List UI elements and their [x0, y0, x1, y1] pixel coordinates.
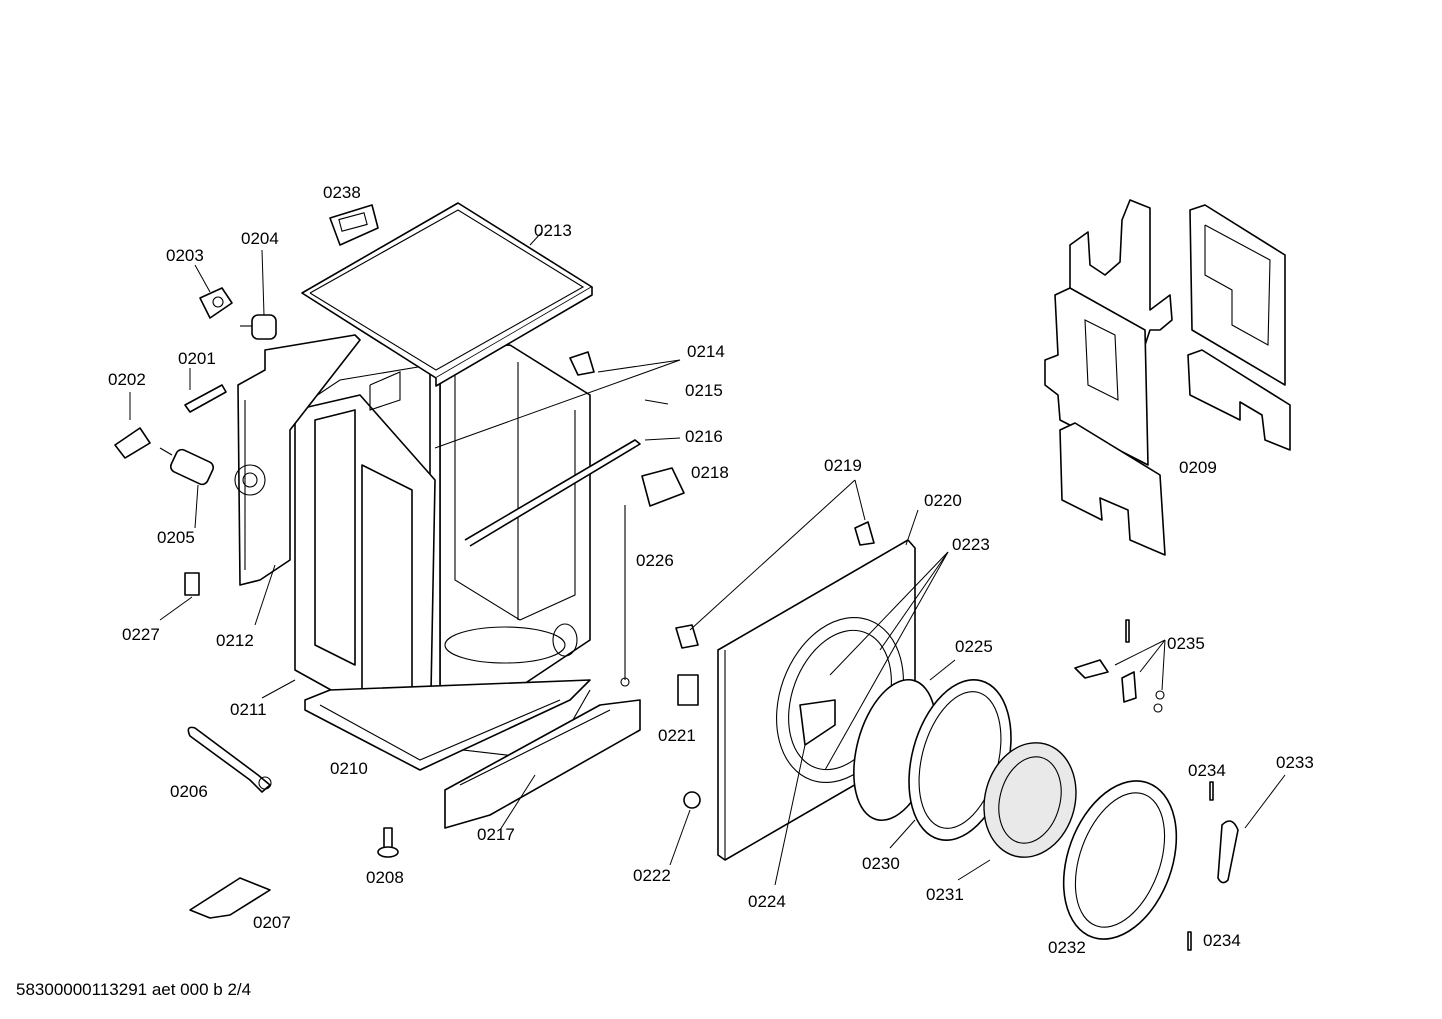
top-lid [301, 202, 593, 387]
label-0225: 0225 [955, 637, 993, 656]
label-0226: 0226 [636, 551, 674, 570]
parts-left [114, 204, 399, 919]
label-0232: 0232 [1048, 938, 1086, 957]
packaging-foam [1044, 199, 1291, 556]
label-0220: 0220 [924, 491, 962, 510]
label-0230: 0230 [862, 854, 900, 873]
label-0215: 0215 [685, 381, 723, 400]
label-0219: 0219 [824, 456, 862, 475]
label-0204: 0204 [241, 229, 279, 248]
label-0202: 0202 [108, 370, 146, 389]
label-0238: 0238 [323, 183, 361, 202]
label-0223: 0223 [952, 535, 990, 554]
leader-lines [129, 231, 1286, 886]
label-0207: 0207 [253, 913, 291, 932]
label-0203: 0203 [166, 246, 204, 265]
label-0217: 0217 [477, 825, 515, 844]
label-0214: 0214 [687, 342, 725, 361]
label-0210: 0210 [330, 759, 368, 778]
label-0201: 0201 [178, 349, 216, 368]
label-0233: 0233 [1276, 753, 1314, 772]
label-0222: 0222 [633, 866, 671, 885]
label-0211: 0211 [230, 700, 267, 719]
label-0208: 0208 [366, 868, 404, 887]
label-0235: 0235 [1167, 634, 1205, 653]
label-0221: 0221 [658, 726, 696, 745]
plinth-panel [444, 699, 641, 829]
label-0218: 0218 [691, 463, 729, 482]
label-0213: 0213 [534, 221, 572, 240]
label-0231: 0231 [926, 885, 964, 904]
document-code: 58300000113291 aet 000 b 2/4 [16, 980, 252, 999]
cabinet-frame [294, 344, 641, 761]
parts-right-cabinet [569, 351, 875, 809]
label-0216: 0216 [685, 427, 723, 446]
label-0234-lower: 0234 [1203, 931, 1241, 950]
label-0234-upper: 0234 [1188, 761, 1226, 780]
label-0209: 0209 [1179, 458, 1217, 477]
left-side-panel [234, 334, 361, 586]
label-0205: 0205 [157, 528, 195, 547]
label-0212: 0212 [216, 631, 254, 650]
base-tray [304, 679, 591, 771]
label-0224: 0224 [748, 892, 786, 911]
door-assembly [853, 619, 1239, 951]
part-labels: 0238 0213 0203 0204 0201 0202 0214 0215 … [108, 183, 1314, 957]
label-0206: 0206 [170, 782, 208, 801]
label-0227: 0227 [122, 625, 160, 644]
